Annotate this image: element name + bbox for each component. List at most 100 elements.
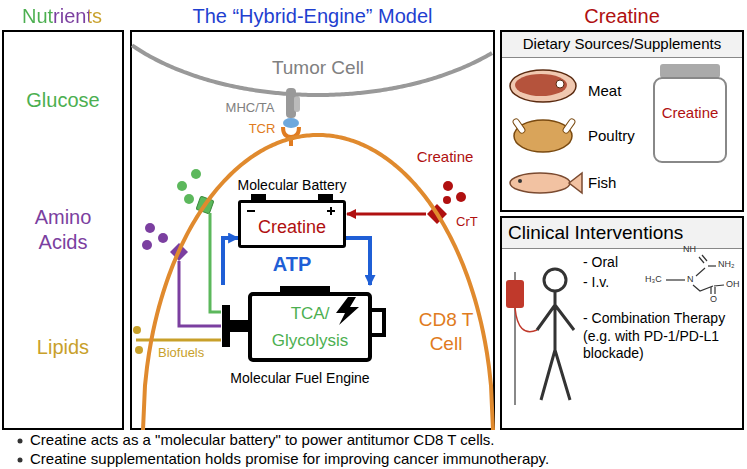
battery-terminal: [318, 194, 333, 200]
node-text: Molecular Battery: [222, 177, 362, 195]
annotation-label: TCR: [244, 121, 280, 137]
lipid-uptake: [136, 339, 221, 342]
node-text: Amino Acids: [14, 205, 112, 255]
node-text: - Combination Therapy (e.g. with PD-1/PD…: [583, 310, 739, 363]
node-text: Molecular Fuel Engine: [205, 370, 395, 388]
creatine-structure: [699, 255, 707, 263]
battery-terminal: [251, 194, 266, 200]
patient-iv-icon: [544, 269, 566, 291]
polarity-sign: [247, 207, 335, 215]
node-text: - I.v.: [583, 274, 643, 292]
node-text: Creatine: [650, 104, 730, 123]
panel-box: Clinical Interventions - Oral - I.v. - Comb…: [500, 216, 744, 430]
node-text: Glucose: [2, 88, 124, 113]
annotation-label: CrT: [456, 214, 478, 230]
amino-acid-uptake: [158, 233, 168, 243]
lipid-uptake: [135, 346, 143, 354]
fish-icon: [518, 179, 522, 183]
node-text: - Oral: [583, 254, 643, 272]
panel-heading: Clinical Interventions: [502, 218, 742, 249]
bullet-text: Creatine supplementation holds promise f…: [30, 450, 549, 469]
supplement-jar: Creatine: [650, 64, 730, 164]
fish-icon: [510, 173, 582, 193]
cell-membrane: [132, 45, 492, 95]
engine-icon: [222, 286, 384, 360]
creatine-structure: [693, 285, 713, 291]
annotation-label: MHC/TA: [222, 100, 278, 116]
patient-iv-icon: [506, 269, 574, 405]
annotation-label: ATP: [262, 252, 322, 277]
chemical-atom: O: [710, 294, 717, 305]
creatine-structure: [711, 287, 715, 294]
creatine-transport: [443, 196, 451, 204]
creatine-structure: [708, 265, 716, 266]
chemical-atom: N: [687, 274, 694, 285]
poultry-icon: [562, 118, 576, 135]
node-text: Tumor Cell: [248, 56, 388, 80]
mhc-tcr-complex: [294, 96, 300, 112]
bullet-text: Creatine acts as a "molecular battery" t…: [30, 431, 494, 450]
meat-icon: [515, 74, 567, 96]
creatine-transport: [347, 213, 426, 216]
annotation-label: Creatine: [500, 4, 744, 29]
glucose-uptake: [210, 213, 221, 312]
chemical-atom: OH: [726, 279, 740, 290]
t-cell: CD8 T CellMolecular BatteryCreatineTCA/ …: [132, 134, 493, 430]
panel-heading: Dietary Sources/Supplements: [502, 32, 742, 58]
panel-box: NutrientsGlucoseAmino AcidsLipids: [2, 30, 124, 430]
poultry-icon: [514, 120, 572, 152]
node-text: Meat: [588, 82, 643, 101]
node-text: CD8 T Cell: [412, 308, 480, 356]
creatine-transport: [347, 181, 466, 224]
patient-iv-icon: [515, 308, 537, 332]
chemical-atom: H₃C: [645, 274, 662, 285]
engine-icon: [250, 294, 370, 360]
node-text: TCA/ Glycolysis: [260, 300, 360, 354]
meat-icon: [510, 70, 576, 102]
creatine-structure: [666, 255, 724, 294]
creatine-structure: [696, 268, 705, 276]
energy-flow-arrow: [346, 238, 370, 285]
node-text: Nutrients: [14, 4, 110, 29]
jar-lid: [660, 64, 720, 78]
amino-acid-uptake: [145, 223, 155, 233]
panel-box: The “Hybrid-Engine” ModelTumor CellCD8 T…: [130, 30, 495, 430]
patient-iv-icon: [506, 280, 524, 308]
creatine-structure: [714, 285, 724, 286]
amino-acid-uptake: [142, 223, 221, 326]
node-text: Fish: [588, 174, 643, 193]
glucose-uptake: [177, 181, 187, 191]
engine-icon: [222, 305, 230, 347]
glucose-uptake: [191, 169, 201, 179]
meat-icon: [510, 70, 576, 102]
molecular-battery: Molecular BatteryCreatine: [238, 200, 346, 248]
lightning-bolt: [336, 297, 359, 325]
lipid-uptake: [133, 326, 141, 334]
mhc-tcr-complex: [283, 118, 299, 128]
annotation-label: Biofuels: [158, 345, 204, 361]
chemical-atom: NH₂: [718, 259, 735, 270]
fish-icon: [510, 173, 570, 193]
creatine-structure: [666, 279, 685, 280]
meat-icon: [556, 80, 564, 88]
chemical-atom: NH: [683, 244, 696, 255]
amino-acid-uptake: [142, 240, 152, 250]
fish-icon: [569, 173, 582, 193]
node-text: The “Hybrid-Engine” Model: [130, 4, 495, 29]
node-text: Lipids: [2, 335, 124, 360]
engine-icon: [230, 320, 250, 332]
creatine-transport: [456, 192, 466, 202]
node-text: Creatine: [238, 216, 346, 239]
creatine-transport: [443, 181, 453, 191]
fuel-engine: TCA/ GlycolysisMolecular Fuel Engine: [205, 285, 395, 395]
energy-flow-arrow: [223, 238, 238, 285]
glucose-uptake: [184, 194, 194, 204]
node-text: Poultry: [588, 127, 646, 146]
tumor-cell: Tumor Cell: [132, 32, 493, 94]
bullet-dot: [18, 439, 23, 444]
annotation-label: Creatine: [405, 148, 485, 167]
bullet-dot: [18, 439, 23, 463]
panel-box: Dietary Sources/SupplementsMeatPoultryFi…: [500, 30, 744, 212]
poultry-icon: [512, 118, 526, 135]
